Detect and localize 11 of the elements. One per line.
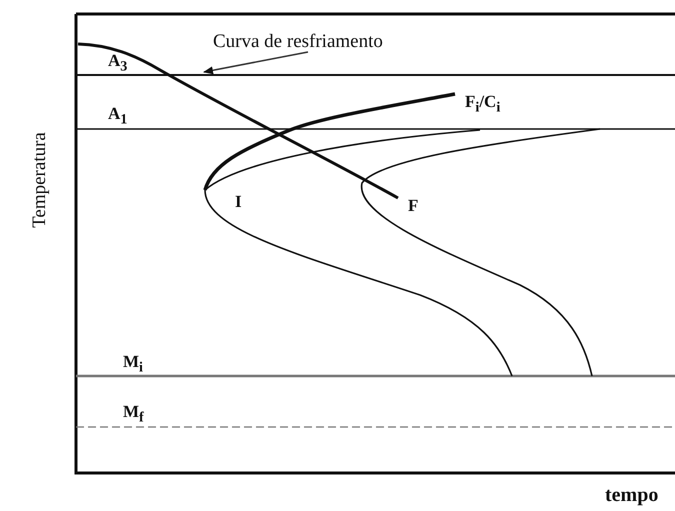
axis-label: Temperatura — [30, 132, 49, 228]
axis-label: tempo — [605, 485, 658, 505]
curve-label: I — [235, 193, 242, 210]
leader-arrow — [203, 51, 308, 74]
curve-label: A$_{3}$ — [108, 52, 128, 74]
callout-label: Curva de resfriamento — [213, 32, 383, 51]
curve-label: A$_{1}$ — [108, 105, 128, 127]
curve-label: M$_{i}$ — [123, 353, 143, 375]
curve-label: M$_{f}$ — [123, 403, 144, 425]
curve-label: F$_{i}$/C$_{i}$ — [465, 93, 500, 115]
curve-label: F — [408, 197, 418, 214]
